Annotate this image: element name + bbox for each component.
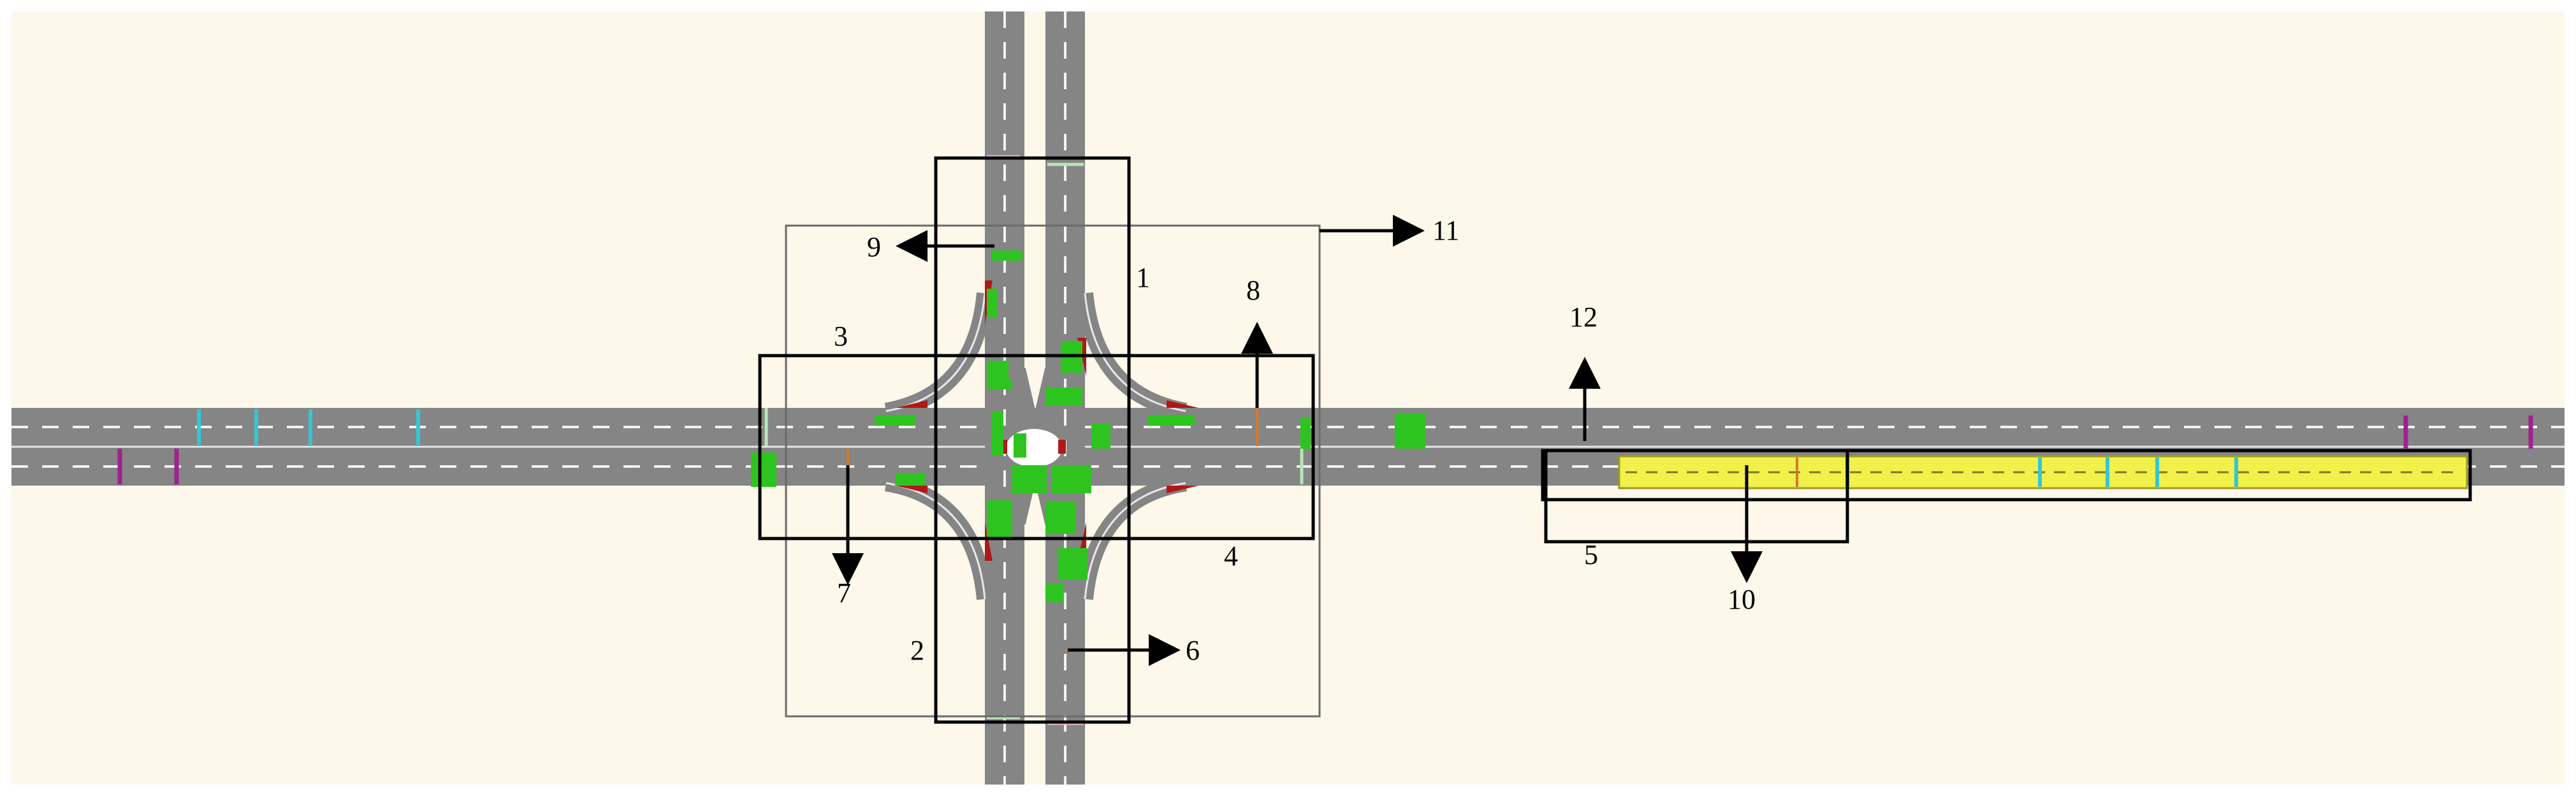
label-1: 1 (1136, 262, 1150, 293)
bus-lane (1618, 455, 2468, 489)
vehicles (751, 250, 1425, 602)
label-2: 2 (910, 635, 924, 666)
label-3: 3 (834, 321, 848, 352)
diagram-labels: 1 2 3 4 5 6 7 8 9 10 11 12 (834, 215, 1756, 666)
label-6: 6 (1186, 635, 1200, 666)
label-7: 7 (837, 577, 851, 609)
detectors-magenta (117, 416, 2533, 484)
leader-arrows (832, 215, 1763, 666)
label-11: 11 (1432, 215, 1459, 246)
label-12: 12 (1569, 301, 1597, 333)
label-8: 8 (1246, 275, 1260, 306)
zone-frame-1 (934, 156, 1131, 724)
label-5: 5 (1584, 539, 1598, 570)
zone-bracket-5 (1544, 451, 1849, 544)
label-9: 9 (867, 231, 881, 263)
vertical-lane-markings (1003, 11, 1066, 785)
canvas-background (11, 11, 2565, 785)
label-4: 4 (1224, 540, 1238, 572)
zone-frame-12 (1541, 449, 2472, 502)
stop-lines-green (764, 163, 1304, 720)
label-10: 10 (1728, 584, 1756, 615)
zone-frame-3 (758, 354, 1315, 540)
zone-frame-11 (785, 224, 1321, 718)
